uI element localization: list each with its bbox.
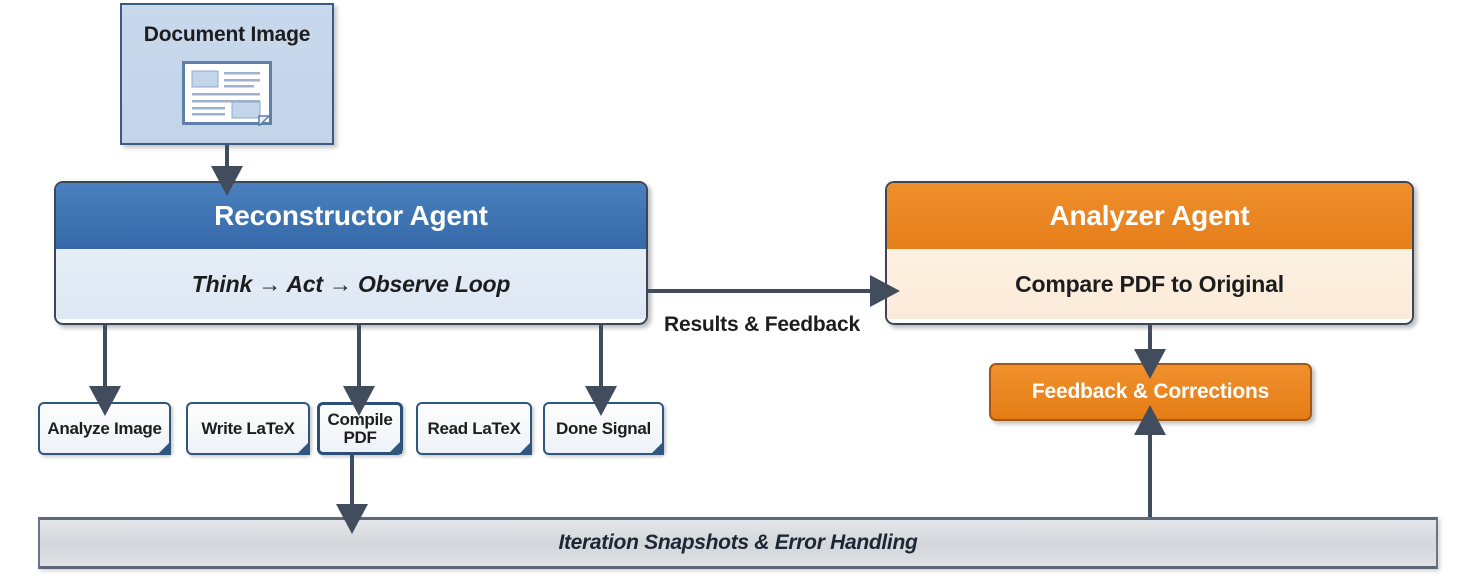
document-image-title: Document Image: [143, 23, 311, 46]
tool-read-latex[interactable]: Read LaTeX: [416, 402, 532, 455]
page-fold-icon: [296, 441, 310, 455]
reconstructor-agent-title: Reconstructor Agent: [56, 183, 646, 249]
tool-done-signal[interactable]: Done Signal: [543, 402, 664, 455]
iteration-snapshots-bar[interactable]: Iteration Snapshots & Error Handling: [38, 517, 1438, 569]
tool-label: Analyze Image: [47, 418, 162, 438]
iteration-snapshots-label: Iteration Snapshots & Error Handling: [558, 531, 918, 554]
page-fold-icon: [388, 440, 402, 454]
document-page-icon: [182, 61, 272, 126]
tool-label: Done Signal: [556, 418, 651, 438]
results-feedback-label: Results & Feedback: [664, 313, 860, 336]
tool-label: Write LaTeX: [201, 418, 295, 438]
page-fold-icon: [518, 441, 532, 455]
analyzer-agent-subtitle: Compare PDF to Original: [887, 249, 1412, 319]
tool-label: Read LaTeX: [427, 418, 521, 438]
page-fold-icon: [650, 441, 664, 455]
analyzer-agent-node[interactable]: Analyzer Agent Compare PDF to Original: [885, 181, 1414, 325]
document-image-node[interactable]: Document Image: [120, 3, 334, 145]
tool-write-latex[interactable]: Write LaTeX: [186, 402, 310, 455]
tool-analyze-image[interactable]: Analyze Image: [38, 402, 171, 455]
feedback-corrections-label: Feedback & Corrections: [1031, 380, 1270, 403]
analyzer-agent-title: Analyzer Agent: [887, 183, 1412, 249]
page-fold-icon: [157, 441, 171, 455]
feedback-corrections-node[interactable]: Feedback & Corrections: [989, 363, 1312, 421]
reconstructor-agent-subtitle: Think → Act → Observe Loop: [56, 249, 646, 319]
reconstructor-agent-node[interactable]: Reconstructor Agent Think → Act → Observ…: [54, 181, 648, 325]
